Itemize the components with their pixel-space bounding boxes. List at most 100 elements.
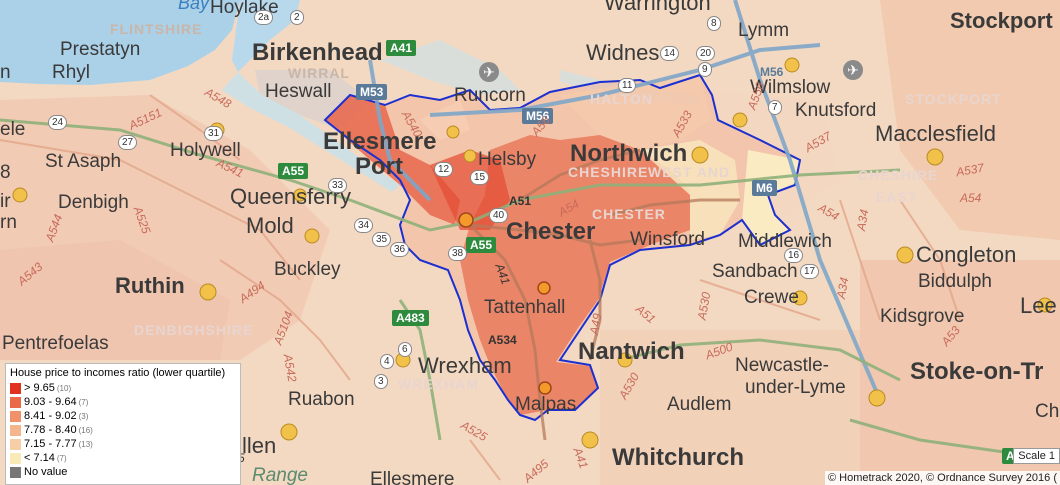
place-widnes: Widnes	[586, 40, 660, 65]
legend-label: 7.15 - 7.77	[24, 438, 77, 450]
place-8: 8	[0, 162, 11, 183]
junction-7: 7	[768, 100, 782, 115]
legend-swatch	[10, 424, 21, 436]
place-ellesmere: Ellesmere	[370, 469, 455, 485]
place-knutsford: Knutsford	[795, 100, 877, 121]
legend-count: (16)	[78, 425, 93, 435]
county-wirral: WIRRAL	[288, 65, 350, 81]
place-warrington: Warrington	[604, 0, 711, 15]
road-shield-a483: A483	[392, 310, 429, 326]
place-macclesfield: Macclesfield	[875, 121, 997, 146]
legend-swatch	[10, 438, 21, 450]
road-a54c: A54	[960, 191, 982, 205]
legend-item: 7.78 - 8.40(16)	[10, 423, 236, 437]
place-birkenhead: Birkenhead	[252, 39, 383, 66]
attribution-credit: © Hometrack 2020, © Ordnance Survey 2016…	[825, 471, 1060, 485]
legend-label: 7.78 - 8.40	[24, 424, 77, 436]
legend-item: 8.41 - 9.02(3)	[10, 409, 236, 423]
legend-swatch	[10, 396, 21, 408]
legend-swatch	[10, 410, 21, 422]
legend-label: > 9.65	[24, 382, 55, 394]
place-llangollen: llen	[242, 433, 277, 458]
junction-6: 6	[398, 342, 412, 357]
legend-count: (13)	[78, 439, 93, 449]
place-sandbach: Sandbach	[712, 261, 798, 282]
place-lymm: Lymm	[738, 20, 790, 41]
legend-item: 7.15 - 7.77(13)	[10, 437, 236, 451]
county-halton: HALTON	[590, 91, 654, 107]
road-shield-m6: M6	[752, 180, 777, 196]
legend-label: No value	[24, 466, 68, 478]
place-prestatyn: Prestatyn	[60, 39, 141, 60]
road-shield-m53: M53	[356, 84, 388, 100]
place-ruabon: Ruabon	[288, 389, 355, 410]
legend-item: < 7.14(7)	[10, 451, 236, 465]
junction-27: 27	[118, 135, 138, 150]
legend-count: (7)	[56, 453, 67, 463]
junction-9: 9	[698, 62, 712, 77]
cheshire-west-district	[323, 73, 802, 422]
road-a34b: A34	[833, 276, 852, 300]
junction-4: 4	[380, 354, 394, 369]
place-northwich: Northwich	[570, 140, 688, 167]
junction-12: 12	[434, 162, 454, 177]
legend-swatch	[10, 466, 21, 478]
legend-label: < 7.14	[24, 452, 55, 464]
place-chester: Chester	[506, 218, 596, 245]
place-leek: Lee	[1020, 293, 1057, 318]
place-heswall: Heswall	[265, 81, 332, 102]
legend-items: > 9.65(10)9.03 - 9.64(7)8.41 - 9.02(3)7.…	[10, 381, 236, 479]
place-whitchurch: Whitchurch	[612, 444, 744, 471]
place-rhyl: Rhyl	[52, 62, 91, 83]
road-shield-a55-a: A55	[278, 163, 309, 179]
junction-33: 33	[328, 178, 348, 193]
place-rn: rn	[0, 212, 17, 233]
place-newcastle-2: under-Lyme	[745, 377, 846, 398]
county-cheshire-west-1: CHESHIRE	[568, 164, 649, 180]
place-biddulph: Biddulph	[918, 271, 992, 292]
place-malpas: Malpas	[515, 394, 577, 415]
place-kidsgrove: Kidsgrove	[880, 306, 965, 327]
place-nantwich: Nantwich	[578, 338, 685, 365]
place-denbigh: Denbigh	[58, 192, 129, 213]
place-winsford: Winsford	[630, 229, 705, 250]
junction-24: 24	[48, 115, 68, 130]
legend-item: No value	[10, 465, 236, 479]
place-ele: ele	[0, 119, 26, 140]
place-st-asaph: St Asaph	[45, 151, 122, 172]
junction-38: 38	[448, 246, 468, 261]
county-cheshire-west-2: WEST AND	[648, 164, 731, 180]
legend-label: 9.03 - 9.64	[24, 396, 77, 408]
county-flintshire: FLINTSHIRE	[110, 21, 203, 37]
county-cheshire-east-1: CHESHIRE	[858, 167, 939, 183]
place-range: Range	[252, 465, 308, 485]
junction-14: 14	[660, 46, 680, 61]
place-ch: Ch	[1035, 401, 1060, 422]
place-pentrefoelas: Pentrefoelas	[2, 333, 109, 354]
svg-text:✈: ✈	[483, 65, 495, 81]
junction-2: 2	[290, 10, 304, 25]
junction-15: 15	[470, 170, 490, 185]
junction-36: 36	[390, 242, 410, 257]
junction-17: 17	[800, 264, 820, 279]
legend-count: (3)	[78, 411, 89, 421]
junction-16: 16	[784, 248, 804, 263]
junction-2a: 2a	[254, 10, 274, 25]
junction-31: 31	[204, 126, 224, 141]
place-audlem: Audlem	[667, 394, 732, 415]
road-shield-a41-top: A41	[386, 40, 417, 56]
junction-8: 8	[707, 16, 721, 31]
county-cheshire-west-3: CHESTER	[592, 206, 666, 222]
place-mold: Mold	[246, 213, 294, 238]
road-shield-a55-b: A55	[466, 237, 497, 253]
place-newcastle-1: Newcastle-	[735, 355, 829, 376]
place-stockport: Stockport	[950, 8, 1053, 33]
place-middlewich: Middlewich	[738, 231, 832, 252]
legend-item: > 9.65(10)	[10, 381, 236, 395]
place-ir: ir	[0, 191, 11, 212]
place-holywell: Holywell	[170, 140, 241, 161]
place-stoke: Stoke-on-Tr	[910, 358, 1044, 385]
place-queensferry: Queensferry	[230, 184, 352, 209]
